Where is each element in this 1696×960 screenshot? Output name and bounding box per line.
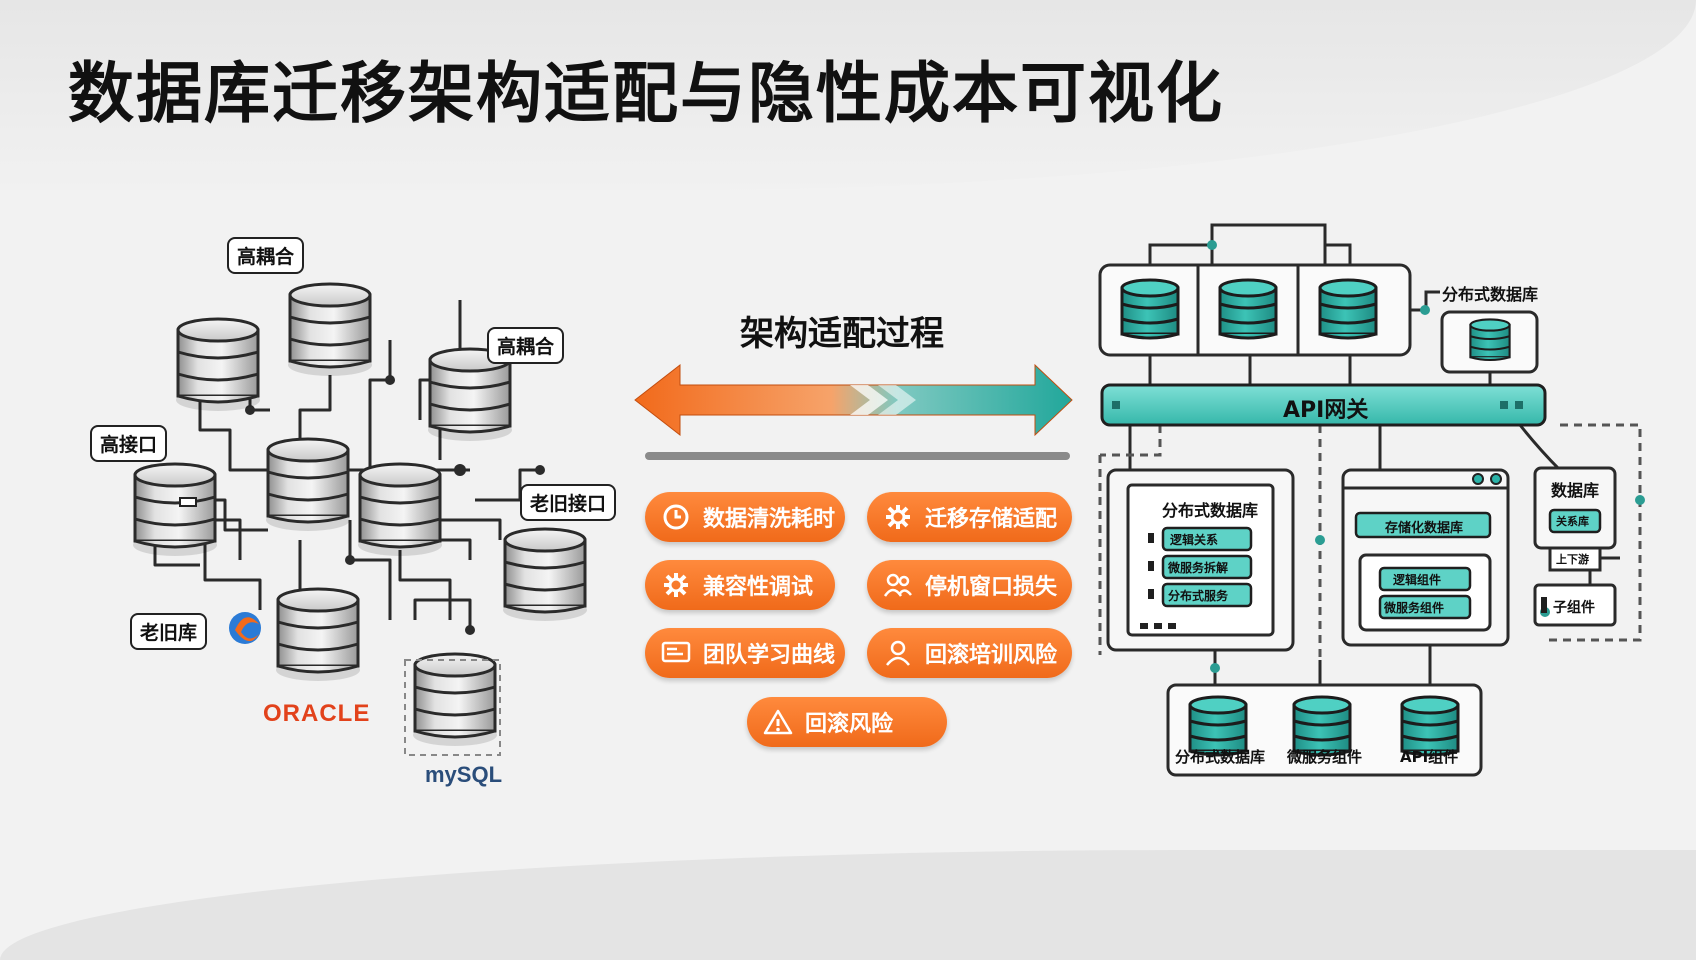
cost-rollback-training: 回滚培训风险 <box>867 628 1072 678</box>
chip-bullets <box>1148 533 1547 613</box>
mysql-dashed-frame <box>404 659 501 756</box>
callout-legacy-interface: 老旧接口 <box>520 484 617 521</box>
panel-right-item-2: 上下游 <box>1556 553 1589 566</box>
panel-window-dots <box>1472 473 1502 485</box>
side-db <box>1469 318 1511 362</box>
callout-high-coupling-1: 高耦合 <box>227 237 305 274</box>
legacy-db-7 <box>501 527 589 623</box>
bottom-label-api-component: API组件 <box>1400 748 1459 766</box>
cog-icon <box>661 570 691 600</box>
cost-team-learning: 团队学习曲线 <box>645 628 845 678</box>
panel-mid-title: 存储化数据库 <box>1385 521 1464 536</box>
legacy-connection-dots <box>245 375 545 635</box>
legacy-db-4 <box>131 462 219 558</box>
top-db-1 <box>1120 278 1180 340</box>
panel-left-item-2: 微服务拆解 <box>1168 561 1229 575</box>
legacy-db-8 <box>274 587 362 683</box>
legacy-db-6 <box>356 462 444 558</box>
panel-chips <box>1161 508 1602 620</box>
top-distributed-db-label: 分布式数据库 <box>1442 285 1539 304</box>
panel-right-title: 数据库 <box>1551 481 1600 500</box>
panel-mid-item-2: 微服务组件 <box>1384 601 1445 615</box>
api-gateway-label: API网关 <box>1283 398 1369 423</box>
legacy-db-2 <box>286 282 374 378</box>
cost-rollback-risk: 回滚风险 <box>747 697 947 747</box>
panel-right-item-3: 子组件 <box>1553 600 1595 616</box>
panel-left-item-3: 分布式服务 <box>1168 589 1229 603</box>
bottom-label-microservice: 微服务组件 <box>1287 748 1363 766</box>
oracle-logo: ORACLE <box>263 700 371 727</box>
cost-downtime-loss: 停机窗口损失 <box>867 560 1072 610</box>
gear-icon <box>883 502 913 532</box>
top-db-2 <box>1218 278 1278 340</box>
panel-mid-item-1: 逻辑组件 <box>1393 573 1442 587</box>
panel-footer-marks <box>1140 623 1176 629</box>
panel-left-item-1: 逻辑关系 <box>1170 533 1219 547</box>
page-title: 数据库迁移架构适配与隐性成本可视化 <box>68 55 1224 132</box>
screen-icon <box>661 638 691 668</box>
bottom-label-distributed-db: 分布式数据库 <box>1175 748 1266 766</box>
cost-storage-adaptation: 迁移存储适配 <box>867 492 1072 542</box>
legacy-brand-logo <box>229 612 261 644</box>
process-arrow <box>634 363 1073 437</box>
legacy-db-1 <box>174 317 262 413</box>
legacy-db-5 <box>264 437 352 533</box>
callout-legacy-db: 老旧库 <box>130 613 208 650</box>
cost-compatibility-debug: 兼容性调试 <box>645 560 835 610</box>
clock-icon <box>661 502 691 532</box>
process-divider <box>645 452 1070 460</box>
legacy-db-9 <box>411 652 499 748</box>
warning-icon <box>763 707 793 737</box>
panel-right-item-1: 关系库 <box>1556 515 1589 528</box>
api-gateway <box>1100 383 1547 427</box>
people-icon <box>883 570 913 600</box>
top-db-3 <box>1318 278 1378 340</box>
person-icon <box>883 638 913 668</box>
panel-left-title: 分布式数据库 <box>1162 501 1259 520</box>
callout-high-coupling-2: 高耦合 <box>487 327 565 364</box>
callout-high-interface: 高接口 <box>90 425 168 462</box>
cost-data-cleaning: 数据清洗耗时 <box>645 492 845 542</box>
mysql-logo: mySQL <box>425 762 503 787</box>
process-title: 架构适配过程 <box>740 314 944 354</box>
